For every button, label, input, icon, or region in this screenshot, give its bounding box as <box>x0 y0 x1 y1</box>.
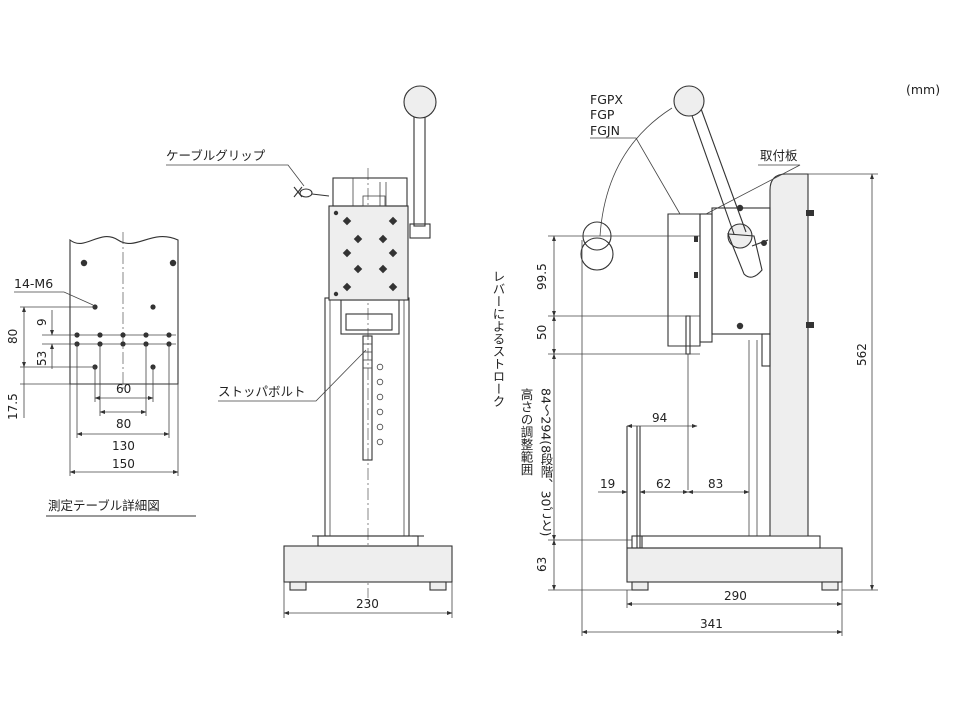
force-gauge-body <box>667 213 701 347</box>
lever-arm <box>413 113 426 227</box>
dim-19: 19 <box>600 477 615 491</box>
model-fgpx: FGPX <box>590 92 623 107</box>
hole-spec-label: 14-M6 <box>14 276 53 291</box>
side-base <box>626 547 843 583</box>
table-detail-caption: 測定テーブル詳細図 <box>48 498 160 513</box>
dim-60: 60 <box>116 382 131 396</box>
side-mount-plate <box>699 213 713 343</box>
height-range-values: 84～294(8段階、30ごと) <box>539 388 554 536</box>
dim-130: 130 <box>112 439 135 453</box>
dim-94: 94 <box>652 411 667 425</box>
side-lever <box>689 109 735 235</box>
dim-50: 50 <box>535 325 549 340</box>
dim-562: 562 <box>855 343 869 366</box>
front-view: ケーブルグリップ ストッパボルト 230 <box>166 85 453 618</box>
table-detail-view: 14-M6 60 80 130 150 80 9 53 17.5 <box>6 232 196 517</box>
dim-53: 53 <box>35 351 49 366</box>
dim-62: 62 <box>656 477 671 491</box>
dim-99-5: 99.5 <box>535 263 549 290</box>
table-outline <box>69 235 179 385</box>
unit-label: (mm) <box>906 82 940 97</box>
dim-290: 290 <box>724 589 747 603</box>
mount-hole <box>80 259 88 267</box>
stopper-bolt-label: ストッパボルト <box>218 384 306 399</box>
cable-grip-label: ケーブルグリップ <box>166 148 266 163</box>
dim-17-5: 17.5 <box>6 393 20 420</box>
dim-341: 341 <box>700 617 723 631</box>
hole-pattern <box>74 304 176 370</box>
dim-80-horizontal: 80 <box>116 417 131 431</box>
plate-holes <box>333 210 398 297</box>
height-range-label: 高さの調整範囲 <box>519 387 534 476</box>
model-fgjn: FGJN <box>590 123 620 138</box>
dim-9: 9 <box>35 318 49 326</box>
lever-stroke-label: レバーによるストローク <box>491 270 506 408</box>
base <box>283 545 453 583</box>
dim-83: 83 <box>708 477 723 491</box>
stopper-bolt <box>362 335 373 461</box>
cable-grip <box>293 186 330 198</box>
dim-150: 150 <box>112 457 135 471</box>
lever-knob <box>403 85 437 119</box>
dim-80-vertical: 80 <box>6 329 20 344</box>
model-fgp: FGP <box>590 107 615 122</box>
dim-230: 230 <box>356 597 379 611</box>
side-view: FGPX FGP FGJN 取付板 レバーによるストローク 高さの調整範囲 84… <box>491 85 878 636</box>
mount-plate-label: 取付板 <box>760 148 798 163</box>
dim-63: 63 <box>535 557 549 572</box>
side-column <box>769 173 809 537</box>
mount-hole <box>169 259 177 267</box>
